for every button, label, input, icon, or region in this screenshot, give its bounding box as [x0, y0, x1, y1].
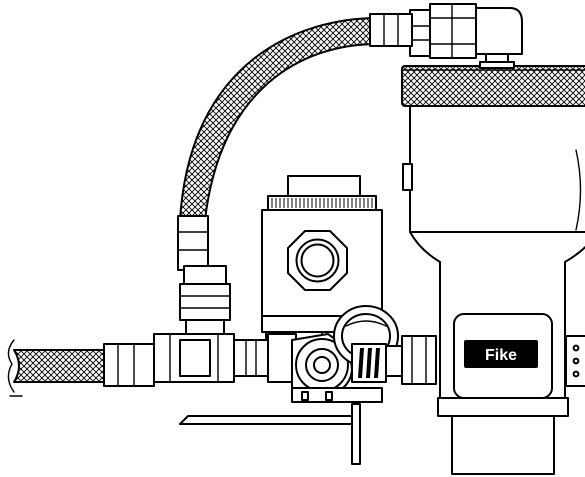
pipe-nipple	[233, 339, 269, 377]
valve-collar	[437, 397, 569, 417]
logo-plate: Fike	[453, 313, 553, 399]
bracket-leg	[351, 403, 361, 465]
top-elbow-body	[475, 7, 523, 55]
body-inlet-hex	[401, 335, 437, 385]
mounting-bracket	[179, 387, 383, 465]
spring-detail	[351, 343, 387, 383]
hose-bottom-fittings	[177, 215, 231, 335]
side-boss	[402, 163, 413, 191]
solenoid-valve	[261, 175, 383, 373]
top-hex-nut	[429, 3, 477, 59]
valve-cap-band	[401, 65, 585, 107]
inlet-ferrule	[103, 343, 155, 387]
bracket-plate	[291, 387, 383, 403]
valve-bottom-port	[451, 415, 555, 475]
top-elbow-fitting	[409, 3, 523, 69]
valve-upper-body	[409, 105, 585, 233]
hose-top-ferrule	[369, 13, 413, 47]
main-valve-body	[401, 65, 585, 475]
inlet-braided-hose	[13, 349, 121, 383]
hose-bottom-ferrule	[177, 215, 209, 271]
hose-swivel-nut	[179, 283, 231, 321]
solenoid-cap	[287, 175, 361, 197]
hose-hex-upper	[183, 265, 227, 285]
bracket-arm	[179, 415, 353, 425]
fike-logo: Fike	[485, 347, 517, 364]
solenoid-coil-body	[261, 209, 383, 317]
